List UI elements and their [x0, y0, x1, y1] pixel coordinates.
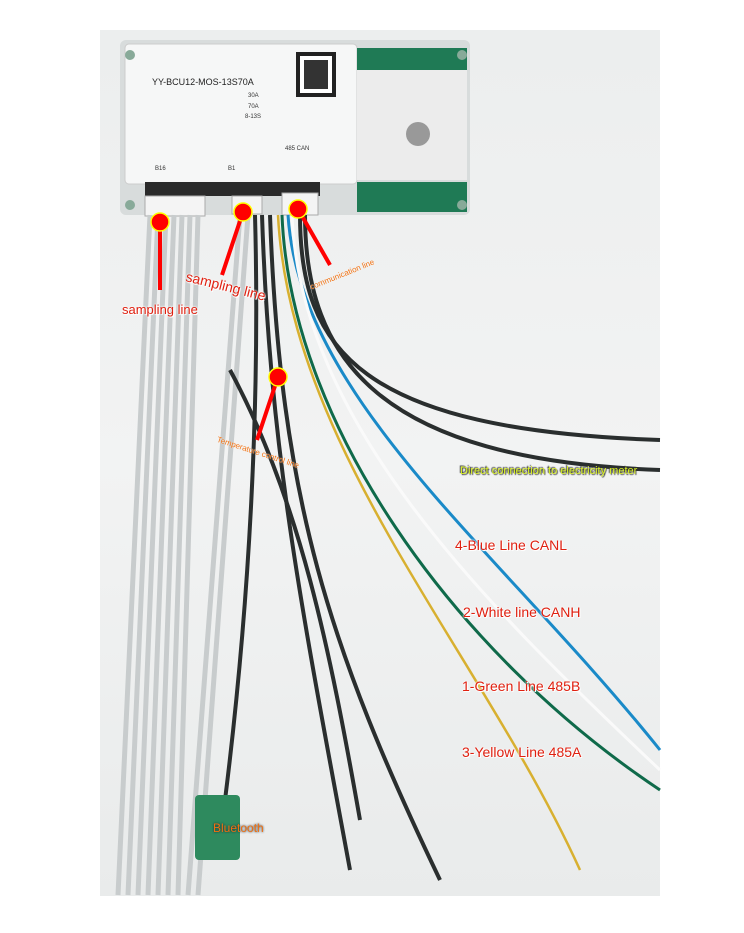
board-pin-left: B16 [155, 166, 166, 172]
label-green-line: 1-Green Line 485B [462, 678, 581, 694]
board-port-label: 485 CAN [285, 146, 309, 152]
board-cells: 8-13S [245, 114, 261, 120]
green-wire [280, 214, 661, 792]
bms-board [120, 40, 470, 217]
bluetooth-module [195, 795, 240, 860]
board-rated-charge: 30A [248, 93, 259, 99]
board-rated-discharge: 70A [248, 104, 259, 110]
white-wire [290, 214, 662, 772]
marker-temperature [268, 367, 288, 387]
label-blue-line: 4-Blue Line CANL [455, 537, 568, 553]
black-wires [223, 214, 661, 881]
blue-wire [286, 214, 662, 751]
label-white-line: 2-White line CANH [463, 604, 581, 620]
yellow-wire [276, 214, 582, 871]
board-pin-right: B1 [228, 166, 236, 172]
label-yellow-line: 3-Yellow Line 485A [462, 744, 582, 760]
label-sampling-line-1: sampling line [122, 302, 198, 317]
sampling-wires [115, 214, 251, 896]
markers [150, 199, 332, 441]
marker-sampling-2 [233, 202, 253, 222]
marker-sampling-1 [150, 212, 170, 232]
label-meter: Direct connection to electricity meter [460, 465, 638, 477]
board-model: YY-BCU12-MOS-13S70A [152, 77, 254, 87]
label-bluetooth: Bluetooth [213, 821, 264, 835]
marker-communication [288, 199, 308, 219]
